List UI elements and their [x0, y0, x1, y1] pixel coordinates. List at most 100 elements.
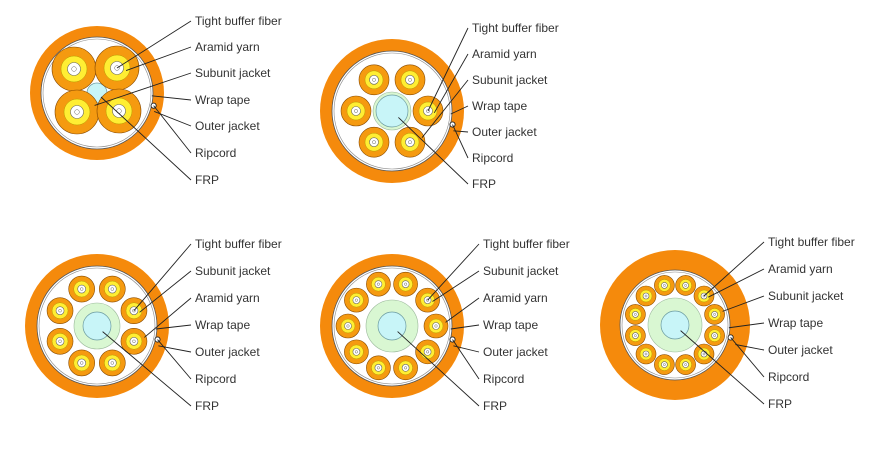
leader-line-subunit-jacket — [421, 79, 469, 138]
leader-line-wrap-tape — [155, 324, 192, 330]
leader-line-subunit-jacket — [445, 297, 480, 323]
leader-line-aramid-yarn — [707, 268, 765, 298]
label-aramid-yarn: Aramid yarn — [195, 40, 260, 54]
fiber-core — [408, 77, 412, 82]
leader-line-subunit-jacket — [722, 295, 765, 312]
leader-line-tight-buffer-fiber — [703, 241, 765, 297]
leader-line-wrap-tape — [450, 324, 480, 330]
leader-line-frp — [398, 117, 469, 185]
label-subunit-jacket: Subunit jacket — [483, 264, 559, 278]
label-frp: FRP — [195, 173, 219, 187]
fiber-core — [372, 77, 376, 82]
fiber-core — [404, 282, 408, 286]
fiber-core — [404, 366, 408, 370]
fiber-core — [634, 334, 637, 337]
leader-line-tight-buffer-fiber — [427, 243, 480, 301]
fiber-core — [426, 350, 430, 354]
label-outer-jacket: Outer jacket — [472, 125, 537, 139]
label-tight-buffer-fiber: Tight buffer fiber — [483, 237, 570, 251]
leader-line-aramid-yarn — [432, 270, 480, 302]
fiber-core — [713, 334, 716, 337]
leader-line-frp — [680, 330, 765, 405]
fiber-core — [74, 109, 80, 115]
label-frp: FRP — [195, 399, 219, 413]
leader-line-wrap-tape — [151, 95, 192, 101]
leader-line-ripcord — [153, 105, 192, 154]
label-wrap-tape: Wrap tape — [195, 93, 250, 107]
leader-line-frp — [100, 96, 192, 181]
leader-line-ripcord — [157, 339, 192, 380]
label-subunit-jacket: Subunit jacket — [768, 289, 844, 303]
leader-line-frp — [102, 331, 192, 407]
leader-line-outer-jacket — [735, 344, 765, 351]
fiber-core — [634, 313, 637, 316]
leader-line-aramid-yarn — [433, 53, 469, 114]
leader-line-wrap-tape — [728, 322, 765, 329]
leader-line-ripcord — [452, 339, 480, 380]
fiber-core — [346, 324, 350, 328]
fiber-core — [684, 363, 687, 366]
fiber-core — [132, 339, 136, 343]
label-tight-buffer-fiber: Tight buffer fiber — [768, 235, 855, 249]
label-aramid-yarn: Aramid yarn — [768, 262, 833, 276]
label-wrap-tape: Wrap tape — [472, 99, 527, 113]
fiber-core — [80, 287, 84, 291]
label-ripcord: Ripcord — [768, 370, 809, 384]
fiber-core — [354, 350, 358, 354]
fiber-core — [663, 284, 666, 287]
fiber-core — [354, 298, 358, 302]
label-frp: FRP — [472, 177, 496, 191]
fiber-core — [644, 352, 648, 356]
fiber-core — [58, 309, 62, 313]
label-outer-jacket: Outer jacket — [195, 119, 260, 133]
leader-line-tight-buffer-fiber — [427, 27, 469, 112]
label-subunit-jacket: Subunit jacket — [195, 66, 271, 80]
label-subunit-jacket: Subunit jacket — [195, 264, 271, 278]
fiber-core — [408, 140, 412, 145]
label-ripcord: Ripcord — [483, 372, 524, 386]
label-ripcord: Ripcord — [195, 372, 236, 386]
leader-line-aramid-yarn — [125, 46, 192, 72]
leader-line-subunit-jacket — [94, 72, 192, 106]
fiber-core — [702, 352, 706, 356]
fiber-core — [376, 282, 380, 286]
label-ripcord: Ripcord — [195, 146, 236, 160]
fiber-core — [684, 284, 687, 287]
fiber-core — [80, 361, 84, 365]
fiber-core — [376, 366, 380, 370]
leader-line-tight-buffer-fiber — [133, 243, 192, 311]
fiber-core — [110, 361, 114, 365]
fiber-core — [713, 313, 716, 316]
label-tight-buffer-fiber: Tight buffer fiber — [195, 14, 282, 28]
leader-line-subunit-jacket — [144, 297, 192, 338]
leader-line-tight-buffer-fiber — [116, 20, 192, 69]
leader-line-aramid-yarn — [139, 270, 192, 313]
label-aramid-yarn: Aramid yarn — [195, 291, 260, 305]
fiber-core — [354, 109, 358, 113]
label-outer-jacket: Outer jacket — [195, 345, 260, 359]
fiber-core — [434, 324, 438, 328]
leader-line-ripcord — [730, 337, 765, 378]
leader-line-frp — [397, 331, 480, 407]
label-tight-buffer-fiber: Tight buffer fiber — [472, 21, 559, 35]
fiber-core — [372, 140, 376, 145]
leader-line-wrap-tape — [450, 105, 469, 115]
label-outer-jacket: Outer jacket — [768, 343, 833, 357]
label-aramid-yarn: Aramid yarn — [472, 47, 537, 61]
label-ripcord: Ripcord — [472, 151, 513, 165]
fiber-core — [71, 66, 77, 72]
leader-line-ripcord — [452, 124, 469, 159]
label-aramid-yarn: Aramid yarn — [483, 291, 548, 305]
label-frp: FRP — [483, 399, 507, 413]
fiber-core — [644, 294, 648, 298]
fiber-core — [110, 287, 114, 291]
label-wrap-tape: Wrap tape — [483, 318, 538, 332]
label-wrap-tape: Wrap tape — [195, 318, 250, 332]
label-frp: FRP — [768, 397, 792, 411]
